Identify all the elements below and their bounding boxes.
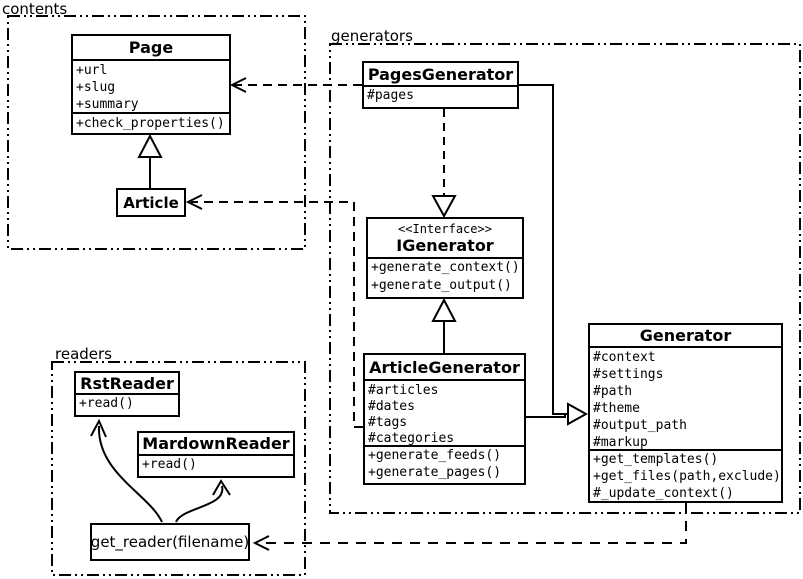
attr-row: +summary (76, 97, 139, 112)
class-mardownreader: MardownReader +read() (137, 431, 295, 478)
class-rstreader-methods: +read() (76, 395, 178, 413)
attr-row: #pages (367, 88, 414, 103)
class-page: Page +url +slug +summary +check_properti… (71, 34, 231, 135)
method-row: +generate_feeds() (368, 448, 502, 463)
edge-pagesgenerator-to-page-arrowhead (229, 77, 247, 93)
edge-generators-to-generator-triangle (567, 402, 589, 426)
function-get-reader: get_reader(filename) (90, 523, 250, 561)
class-generator-attrs: #context #settings #path #theme #output_… (590, 348, 781, 451)
edge-pagesgenerator-to-generator-line (518, 84, 567, 415)
class-pagesgenerator-title: PagesGenerator (364, 63, 517, 87)
method-row: +read() (79, 396, 134, 411)
attr-row: #tags (368, 415, 408, 430)
contents-package-label: contents (2, 0, 68, 18)
class-page-attrs: +url +slug +summary (73, 61, 229, 114)
edge-articlegenerator-to-generator-line (525, 413, 566, 418)
edge-article-to-page-triangle (137, 133, 163, 158)
class-rstreader: RstReader +read() (74, 371, 180, 417)
class-pagesgenerator-attrs: #pages (364, 87, 517, 105)
attr-row: #articles (368, 383, 439, 398)
attr-row: +url (76, 63, 108, 78)
method-row: +generate_pages() (368, 465, 502, 480)
edge-generator-to-getreader-line (258, 503, 687, 544)
edge-articlegenerator-to-igenerator-triangle (431, 297, 457, 322)
class-igenerator-name: IGenerator (396, 235, 494, 255)
class-articlegenerator-title: ArticleGenerator (365, 355, 524, 381)
class-igenerator: <<Interface>> IGenerator +generate_conte… (366, 217, 524, 299)
attr-row: #markup (593, 435, 648, 450)
method-row: +get_files(path,exclude) (593, 469, 781, 484)
class-articlegenerator-methods: +generate_feeds() +generate_pages() (365, 447, 524, 481)
attr-row: #categories (368, 431, 455, 446)
class-articlegenerator: ArticleGenerator #articles #dates #tags … (363, 353, 526, 485)
method-row: +generate_output() (371, 278, 512, 293)
attr-row: #theme (593, 401, 640, 416)
edge-generator-to-getreader-arrowhead (252, 535, 270, 551)
class-igenerator-methods: +generate_context() +generate_output() (368, 259, 522, 295)
class-rstreader-title: RstReader (76, 373, 178, 395)
edge-pagesgenerator-to-igenerator-triangle (431, 195, 457, 219)
readers-package-border (51, 361, 306, 576)
generators-package-border (329, 43, 801, 514)
edge-articlegenerator-to-article-arrowhead (185, 194, 203, 210)
class-pagesgenerator: PagesGenerator #pages (362, 61, 519, 109)
attr-row: #settings (593, 367, 664, 382)
attr-row: #dates (368, 399, 415, 414)
contents-package-border (7, 15, 306, 250)
readers-package-label: readers (55, 345, 112, 363)
class-article: Article (116, 188, 186, 217)
generators-package-label: generators (331, 27, 413, 45)
method-row: #_update_context() (593, 486, 734, 501)
method-row: +check_properties() (76, 116, 225, 131)
edge-articlegenerator-to-article-line (191, 201, 363, 428)
attr-row: #context (593, 350, 656, 365)
class-articlegenerator-attrs: #articles #dates #tags #categories (365, 381, 524, 447)
class-generator-title: Generator (590, 325, 781, 348)
method-row: +get_templates() (593, 452, 719, 467)
attr-row: +slug (76, 80, 116, 95)
attr-row: #path (593, 384, 633, 399)
edge-getreader-to-rstreader-curve (97, 425, 163, 523)
class-article-title: Article (123, 193, 179, 212)
class-page-title: Page (73, 36, 229, 61)
class-igenerator-title: <<Interface>> IGenerator (368, 219, 522, 259)
attr-row: #output_path (593, 418, 687, 433)
edge-getreader-to-mardownreader-curve (175, 485, 224, 523)
class-igenerator-stereotype: <<Interface>> (398, 221, 492, 236)
edge-getreader-to-rstreader-arrowhead (90, 418, 107, 438)
method-row: +read() (142, 457, 197, 472)
edge-getreader-to-mardownreader-arrowhead (212, 479, 231, 496)
class-mardownreader-title: MardownReader (139, 433, 293, 456)
method-row: +generate_context() (371, 260, 520, 275)
class-generator-methods: +get_templates() +get_files(path,exclude… (590, 451, 781, 501)
class-mardownreader-methods: +read() (139, 456, 293, 474)
class-page-methods: +check_properties() (73, 114, 229, 133)
class-generator: Generator #context #settings #path #them… (588, 323, 783, 503)
